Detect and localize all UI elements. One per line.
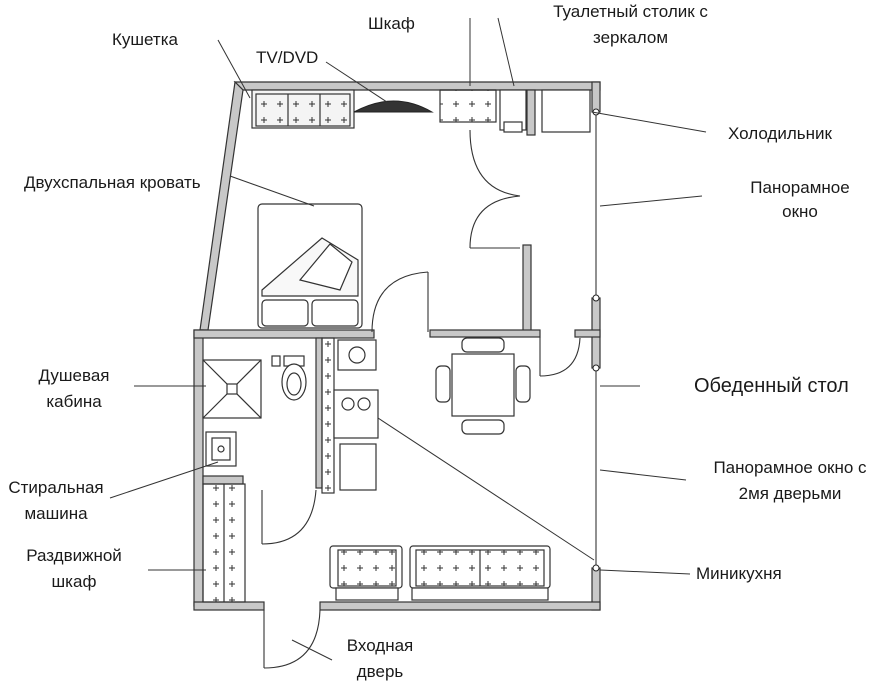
leader-kitchen <box>377 417 595 561</box>
sliding-wardrobe <box>202 483 246 603</box>
washing-machine <box>205 431 237 467</box>
label-sliding-wardrobe-line2: шкаф <box>51 572 97 591</box>
leader-washer <box>109 461 219 499</box>
leader-entrance <box>291 639 333 661</box>
kitchen-storage <box>321 337 335 494</box>
kitchen-partition-top <box>526 89 536 136</box>
slanted-left-wall <box>199 80 244 331</box>
leader-minikitchen <box>599 569 691 575</box>
leader-bed <box>229 175 315 207</box>
fridge <box>541 89 591 133</box>
label-shower-line2: кабина <box>46 392 102 411</box>
sofa <box>409 545 551 601</box>
bath-door <box>261 489 317 545</box>
leader-lines <box>109 17 707 661</box>
label-entrance-line2: дверь <box>356 662 404 681</box>
label-sliding-wardrobe-line1: Раздвижной <box>26 546 122 565</box>
dining-door <box>539 337 581 377</box>
outer-walls <box>193 80 601 611</box>
label-kushetka: Кушетка <box>112 30 178 49</box>
leader-panoramic-doors <box>599 469 687 481</box>
partitions <box>202 89 601 489</box>
leader-kushetka <box>217 39 251 99</box>
label-panoramic-doors-line1: Панорамное окно с <box>713 458 867 477</box>
toilet <box>271 355 307 401</box>
tv-dvd <box>353 100 434 113</box>
right-wall-top-pier <box>591 81 601 113</box>
closet-partition <box>522 244 532 336</box>
label-dressing-table-line1: Туалетный столик с <box>553 2 708 21</box>
bottom-wall-right <box>319 601 601 611</box>
leader-window <box>599 195 703 207</box>
label-dining-table: Обеденный стол <box>694 375 849 397</box>
label-panoramic-window-line1: Панорамное <box>750 178 850 197</box>
label-panoramic-doors-line2: 2мя дверьми <box>738 484 842 503</box>
bath-bottom-wall <box>202 475 244 485</box>
dressing-table <box>499 89 527 133</box>
leader-fridge <box>591 111 707 133</box>
bath-right-wall <box>315 337 323 489</box>
label-shower-line1: Душевая <box>38 366 110 385</box>
label-panoramic-window-line2: окно <box>782 202 818 221</box>
label-shkaf: Шкаф <box>368 14 415 33</box>
label-double-bed: Двухспальная кровать <box>24 173 201 192</box>
corner-wall <box>574 329 601 338</box>
label-tv-dvd: TV/DVD <box>256 48 319 67</box>
armchair <box>329 545 403 601</box>
label-washer-line1: Стиральная <box>8 478 104 497</box>
couch-top <box>251 89 355 129</box>
windows <box>592 108 600 572</box>
label-mini-kitchen: Миникухня <box>696 564 782 583</box>
wardrobe-top <box>439 89 497 123</box>
top-wall <box>233 81 601 91</box>
label-entrance-line1: Входная <box>346 636 414 655</box>
label-washer-line2: машина <box>24 504 88 523</box>
dining-table <box>435 337 531 435</box>
leader-dressing-table <box>497 17 515 87</box>
bottom-wall-left <box>193 601 265 611</box>
bedroom-bath-wall <box>193 329 375 339</box>
label-fridge: Холодильник <box>728 124 832 143</box>
bedroom-door <box>371 271 429 333</box>
shower-cabin <box>202 359 262 419</box>
closet-doors <box>469 129 521 249</box>
closet-bottom-wall <box>429 329 541 338</box>
label-dressing-table-line2: зеркалом <box>592 28 669 47</box>
leader-tv-dvd <box>325 61 391 105</box>
double-bed <box>257 203 363 329</box>
entrance-door <box>263 609 321 669</box>
mini-kitchen <box>333 339 379 491</box>
